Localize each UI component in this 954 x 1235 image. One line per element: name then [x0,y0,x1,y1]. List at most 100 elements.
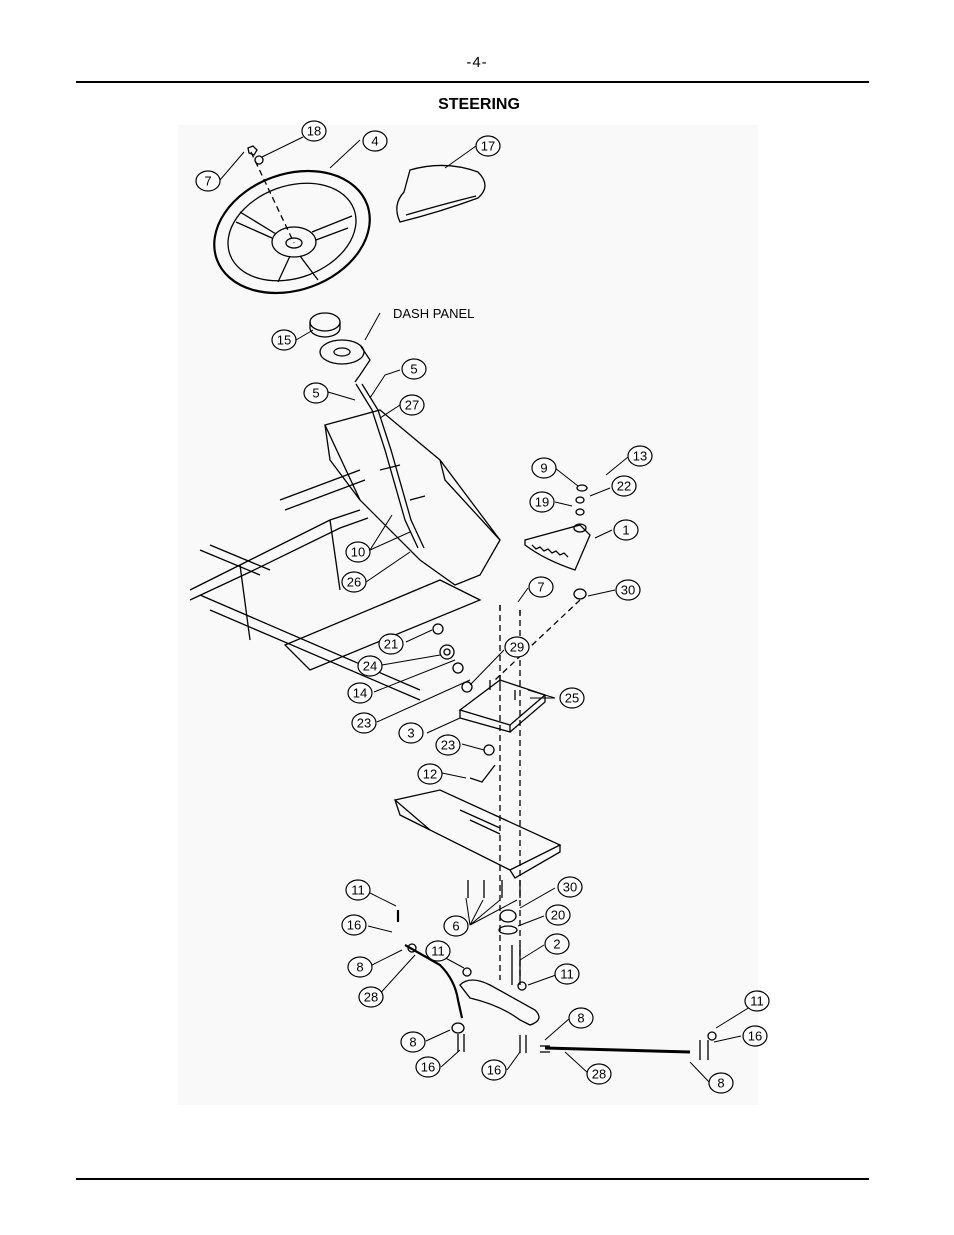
callout-number: 30 [621,583,635,598]
callout-number: 5 [312,386,319,401]
plate-bolts-drawing [467,880,521,898]
callout-circle [347,956,373,978]
callout-circle [531,457,557,479]
callout-number: 13 [633,449,647,464]
callout-number: 30 [563,880,577,895]
steering-wheel-drawing [213,169,371,295]
callout-20: 20 [545,904,571,926]
callout-circle [586,1063,612,1085]
callout-11: 11 [425,940,451,962]
callout-14: 14 [347,682,373,704]
left-tie-rod-drawing [396,910,464,1019]
callout-16: 16 [481,1059,507,1081]
wheel-washer-drawing [254,155,264,165]
callout-number: 27 [405,398,419,413]
callout-circle [475,135,501,157]
callout-number: 2 [553,937,560,952]
callout-number: 16 [421,1060,435,1075]
callout-number: 12 [423,767,437,782]
callout-circle [341,571,367,593]
callout-21: 21 [378,633,404,655]
callout-7: 7 [528,576,554,598]
callout-11: 11 [744,990,770,1012]
callout-8: 8 [400,1031,426,1053]
callout-18: 18 [301,120,327,142]
callout-number: 17 [481,139,495,154]
leader-lines [219,136,759,1084]
callout-number: 15 [277,333,291,348]
callout-number: 25 [565,691,579,706]
callout-number: 11 [560,967,574,982]
callout-number: 28 [364,990,378,1005]
callout-23: 23 [435,734,461,756]
callout-circle [195,170,221,192]
callout-8: 8 [347,956,373,978]
callout-circle [627,445,653,467]
callout-16: 16 [742,1025,768,1047]
callout-number: 29 [510,640,524,655]
callout-circle [358,986,384,1008]
callout-number: 14 [353,686,367,701]
console-drawing [324,409,501,586]
callout-circle [425,940,451,962]
callout-number: 10 [351,545,365,560]
callout-9: 9 [531,457,557,479]
callout-circle [544,933,570,955]
callout-circle [481,1059,507,1081]
callout-circle [345,541,371,563]
steering-arm-drawing [459,979,540,1026]
callout-circle [400,1031,426,1053]
callout-number: 20 [551,908,565,923]
callout-number: 6 [452,919,459,934]
callout-circle [528,576,554,598]
callout-number: 26 [347,575,361,590]
top-rule [76,81,869,83]
callout-number: 23 [441,738,455,753]
callout-circle [301,120,327,142]
callout-number: 8 [409,1035,416,1050]
callout-circle [443,915,469,937]
callout-circle [347,682,373,704]
callout-circle [557,876,583,898]
callout-10: 10 [345,541,371,563]
callout-number: 7 [537,580,544,595]
callout-circle [554,963,580,985]
callout-7: 7 [195,170,221,192]
dash-panel-label: DASH PANEL [393,306,474,321]
callout-number: 1 [622,523,629,538]
callout-25: 25 [559,687,585,709]
center-cap-drawing [396,164,486,223]
callout-circle [742,1025,768,1047]
callout-2: 2 [544,933,570,955]
callout-5: 5 [401,358,427,380]
steering-shaft-drawing [355,383,419,549]
callout-circle [345,879,371,901]
callout-circle [504,636,530,658]
callout-circle [545,904,571,926]
page-number: -4- [466,54,488,71]
pinion-gear-drawing [439,644,455,660]
callout-30: 30 [615,579,641,601]
callout-number: 18 [307,124,321,139]
callout-27: 27 [399,394,425,416]
callout-circle [398,722,424,744]
callout-circle [378,633,404,655]
callout-circle [744,990,770,1012]
spindle-drawing [511,945,521,985]
callout-circle [401,358,427,380]
wheel-axis-line [250,151,295,244]
callout-12: 12 [417,763,443,785]
callout-circle [613,519,639,541]
callout-22: 22 [611,475,637,497]
callout-circle [611,475,637,497]
callout-number: 28 [592,1067,606,1082]
callout-circle [415,1056,441,1078]
callout-circle [303,382,329,404]
callout-number: 24 [363,659,377,674]
callout-circle [341,914,367,936]
callout-19: 19 [529,491,555,513]
callout-8: 8 [568,1007,594,1029]
wheel-bolt-drawing [247,145,258,156]
callout-23: 23 [351,712,377,734]
sector-gear-drawing [524,524,591,571]
